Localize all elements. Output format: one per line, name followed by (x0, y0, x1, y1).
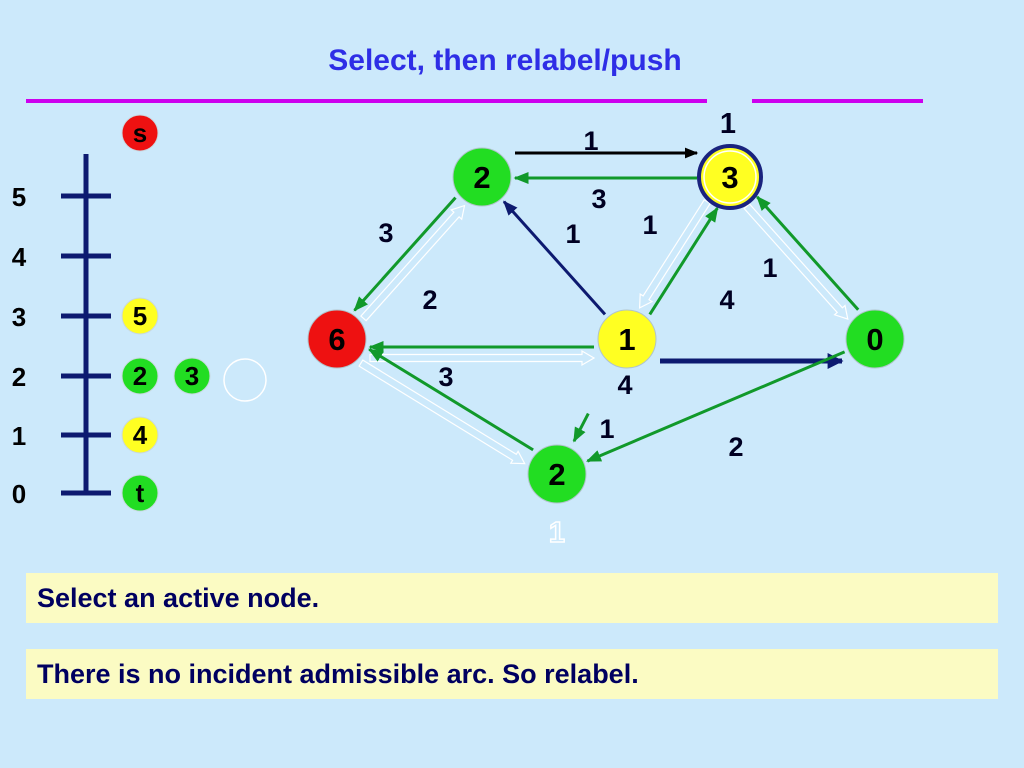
arc-center-to-bottom (572, 412, 590, 443)
height-badge-label: 2 (133, 361, 147, 391)
message-relabel: There is no incident admissible arc. So … (26, 649, 998, 699)
node-label: 2 (548, 457, 565, 492)
arc-left-to-center (369, 349, 596, 367)
arc-top-right-to-center (638, 198, 712, 309)
node-label: 1 (618, 322, 635, 357)
height-badge-label: s (133, 118, 147, 148)
message-select: Select an active node. (26, 573, 998, 623)
arc-label-left-to-bottom: 3 (438, 362, 453, 392)
arc-right-to-bottom (586, 350, 846, 463)
height-badge: t (121, 474, 159, 512)
arc-top-left-to-left (353, 196, 457, 312)
arc-label-top-right-to-top-left: 3 (591, 184, 606, 214)
node-left: 6 (307, 309, 367, 369)
arc-center-to-top-left (502, 200, 607, 316)
scale-level-label: 3 (12, 302, 26, 332)
node-right: 0 (845, 309, 905, 369)
node-outside-label: 1 (720, 108, 736, 140)
node-label: 3 (721, 160, 738, 195)
height-badge-label: 3 (185, 361, 199, 391)
scale-level-label: 1 (12, 421, 26, 451)
arc-label-center-to-right: 4 (719, 285, 734, 315)
arc-label-left-to-top-left: 3 (378, 218, 393, 248)
arc-label-extra: 4 (617, 370, 632, 400)
scale-level-label: 4 (12, 242, 27, 272)
height-badge: s (121, 114, 159, 152)
node-outside-label: 1 (549, 517, 565, 549)
node-label: 2 (473, 160, 490, 195)
scale-level-label: 5 (12, 182, 26, 212)
scale-level-label: 0 (12, 479, 26, 509)
arc-center-to-top-right (648, 206, 719, 316)
arcs (353, 147, 860, 465)
arc-left-to-bottom (358, 359, 526, 465)
node-top-right: 31 (697, 108, 763, 210)
arc-bottom-to-left (368, 348, 534, 452)
height-badge-label: 5 (133, 301, 147, 331)
height-badge: 5 (121, 297, 159, 335)
node-label: 6 (328, 322, 345, 357)
arc-label-center-to-top-left: 1 (565, 219, 580, 249)
scale-level-label: 2 (12, 362, 26, 392)
arc-right-to-top-right (756, 195, 860, 311)
arc-label-right-to-bottom: 2 (728, 432, 743, 462)
node-bottom: 21 (527, 444, 587, 550)
height-badge: 4 (121, 416, 159, 454)
height-badge-label: t (136, 478, 145, 508)
page-title: Select, then relabel/push (328, 44, 682, 77)
height-scale: 5 4 3 2 1 0 s 5 2 3 4 t (12, 114, 267, 512)
height-badge: 3 (173, 357, 211, 395)
arc-top-right-to-right (743, 203, 849, 320)
node-center: 1 (597, 309, 657, 369)
arc-label-top-right-to-center: 1 (642, 210, 657, 240)
arc-label-top-left-to-top-right: 1 (583, 126, 598, 156)
node-label: 0 (866, 322, 883, 357)
arc-label-top-right-to-right: 1 (762, 253, 777, 283)
arc-label-left-to-center: 2 (422, 285, 437, 315)
arc-label-center-to-bottom: 1 (599, 414, 614, 444)
height-badge-label: 4 (133, 420, 148, 450)
height-badge: 2 (121, 357, 159, 395)
arc-left-to-top-left (360, 204, 466, 322)
node-top-left: 2 (452, 147, 512, 207)
height-badge (223, 358, 267, 402)
